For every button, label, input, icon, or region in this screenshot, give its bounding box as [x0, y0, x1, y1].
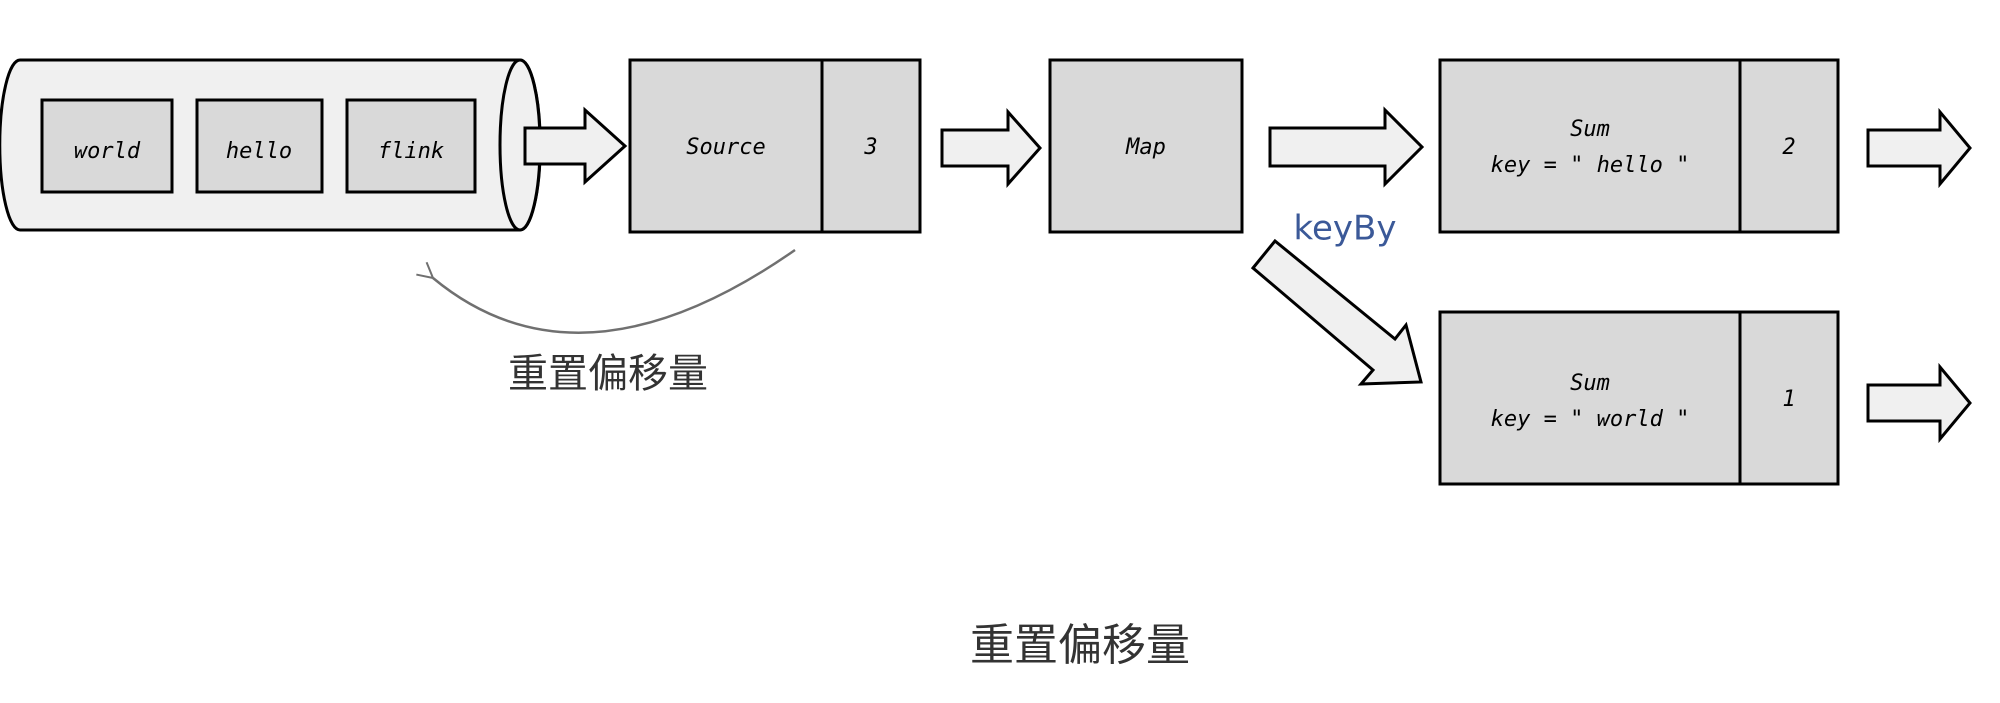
arrow-source-to-map [940, 108, 1043, 188]
sum-world-box [1438, 310, 1742, 486]
sum-hello-count: 2 [1782, 135, 1795, 160]
source-label: Source [686, 135, 765, 160]
sum-world-title: Sum [1570, 371, 1610, 396]
sum-world-key: key = " world " [1491, 407, 1690, 432]
queue-item-box [195, 98, 324, 194]
sum-world-count-box [1738, 310, 1840, 486]
sum-hello-title: Sum [1570, 117, 1610, 142]
sum-operator-world: Sum key = " world " 1 [1438, 310, 1840, 486]
figure-caption: 重置偏移量 [970, 620, 1190, 671]
map-box [1048, 58, 1244, 234]
queue-item-box [40, 98, 174, 194]
sum-operator-hello: Sum key = " hello " 2 [1438, 58, 1840, 234]
source-offset-value: 3 [863, 135, 877, 160]
sum-hello-box [1438, 58, 1742, 234]
arrow-sum-hello-output [1866, 107, 1972, 189]
source-offset-box [820, 58, 922, 234]
arrow-map-to-sum-world [1250, 238, 1423, 386]
sum-world-count: 1 [1782, 387, 1795, 412]
reset-offset-curve [416, 248, 796, 334]
queue-item-box [345, 98, 477, 194]
queue-item-label: hello [226, 139, 292, 164]
map-label: Map [1125, 135, 1166, 160]
arrow-map-to-sum-hello [1268, 106, 1425, 188]
keyby-label: keyBy [1294, 209, 1397, 249]
source-box [628, 58, 824, 234]
reset-offset-label: 重置偏移量 [508, 351, 708, 397]
message-queue: world hello flink [0, 58, 542, 232]
sum-hello-count-box [1738, 58, 1840, 234]
sum-hello-key: key = " hello " [1491, 153, 1690, 178]
arrow-sum-world-output [1866, 362, 1972, 444]
map-operator: Map [1048, 58, 1244, 234]
source-operator: Source 3 [628, 58, 922, 234]
queue-item-label: flink [378, 139, 444, 164]
arrow-queue-to-source [523, 106, 628, 186]
queue-item-label: world [74, 139, 141, 164]
